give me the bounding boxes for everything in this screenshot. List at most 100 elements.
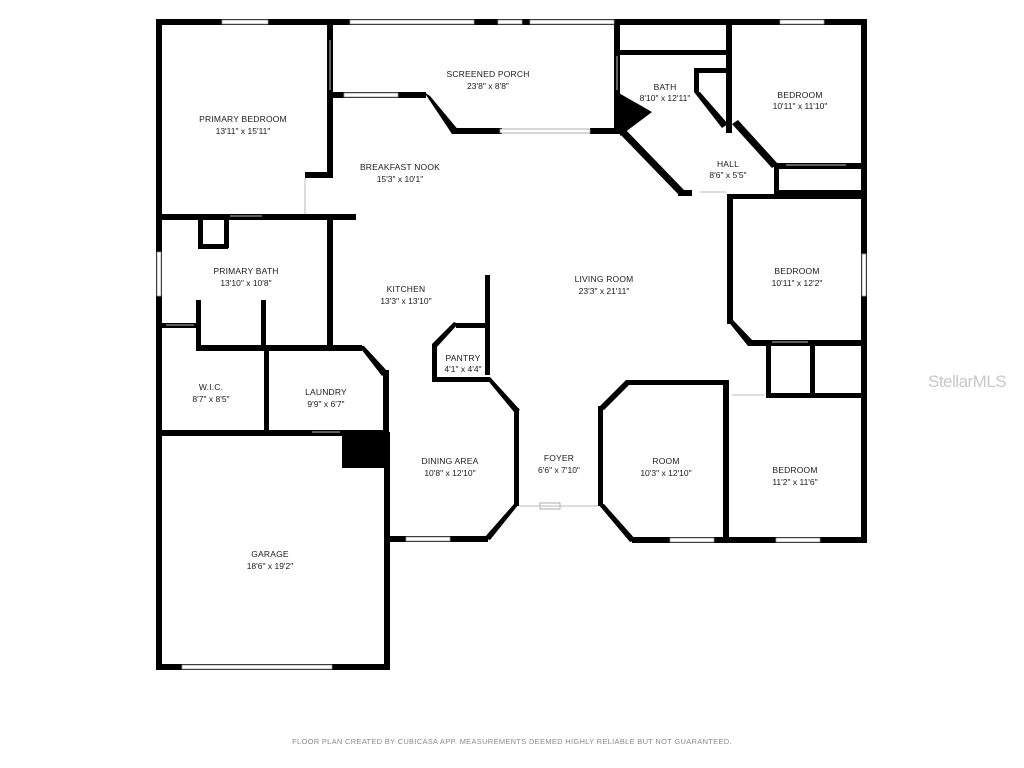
wall-closet-l xyxy=(766,340,771,398)
wall-pantry-top xyxy=(456,323,488,328)
window xyxy=(349,19,475,25)
wall-porch-diag xyxy=(424,92,460,134)
window xyxy=(529,19,615,25)
room-dims-garage: 18'6" x 19'2" xyxy=(247,561,294,571)
room-name-primary-bedroom: PRIMARY BEDROOM xyxy=(199,114,287,124)
wall-bed-e-bottom xyxy=(748,340,864,346)
wall-bath-hall-diag xyxy=(694,92,728,128)
room-dims-dining-area: 10'8" x 12'10" xyxy=(424,468,475,478)
windows xyxy=(156,19,867,670)
room-dims-room: 10'3" x 12'10" xyxy=(640,468,691,478)
wall-wic-east xyxy=(264,348,269,434)
window xyxy=(499,128,591,134)
wall-left xyxy=(156,19,162,670)
window xyxy=(343,92,399,98)
wall-room-west xyxy=(598,406,603,506)
window xyxy=(156,251,162,297)
wall-hall-bottom xyxy=(678,190,692,196)
room-name-room: ROOM xyxy=(652,456,679,466)
walls xyxy=(156,19,867,670)
wall-pbath-bottom xyxy=(196,345,266,351)
room-dims-wic: 8'7" x 8'5" xyxy=(192,394,229,404)
room-dims-primary-bath: 13'10" x 10'8" xyxy=(220,278,271,288)
wall-room-bottom xyxy=(632,537,867,543)
wall-bed-e-diag xyxy=(727,320,754,346)
room-dims-foyer: 6'6" x 7'10" xyxy=(538,465,580,475)
wall-bed-e-top xyxy=(728,194,864,199)
wall-garage-top xyxy=(162,430,388,436)
room-dims-hall: 8'6" x 5'5" xyxy=(709,170,746,180)
wall-closet-b xyxy=(766,393,864,398)
window xyxy=(669,537,715,543)
window xyxy=(861,253,867,297)
room-dims-primary-bedroom: 13'11" x 15'11" xyxy=(216,126,271,136)
wall-room-east xyxy=(723,380,729,542)
wall-dining-diag-bottom xyxy=(484,504,519,540)
wall-room-diag-bottom xyxy=(598,504,636,542)
room-name-living-room: LIVING ROOM xyxy=(575,274,634,284)
wall-bath-closet xyxy=(694,68,726,73)
room-name-bedroom-se: BEDROOM xyxy=(772,465,817,475)
wall-pb-bottom xyxy=(162,214,356,220)
room-name-dining-area: DINING AREA xyxy=(422,456,479,466)
wall-porch-bottom-mid xyxy=(452,128,502,134)
wall-laundry-east xyxy=(383,370,389,438)
room-name-pantry: PANTRY xyxy=(446,353,481,363)
wall-ne-bath-low xyxy=(774,190,864,195)
wall-bath-mid xyxy=(620,50,730,55)
wall-closet-r xyxy=(810,340,815,398)
room-dims-living-room: 23'3" x 21'11" xyxy=(579,286,630,296)
room-name-garage: GARAGE xyxy=(251,549,289,559)
wall-bath-east xyxy=(726,23,732,133)
wall-pbath-closet-r xyxy=(224,218,229,248)
room-name-hall: HALL xyxy=(717,159,739,169)
wall-dining-diag xyxy=(485,377,520,412)
room-name-laundry: LAUNDRY xyxy=(305,387,347,397)
room-name-kitchen: KITCHEN xyxy=(387,284,426,294)
openings xyxy=(166,40,846,507)
room-name-bath: BATH xyxy=(654,82,677,92)
wall-bath-diag xyxy=(618,128,684,194)
room-name-screened-porch: SCREENED PORCH xyxy=(446,69,529,79)
wall-pbath-divider xyxy=(261,300,266,350)
wall-pantry-west xyxy=(432,344,437,382)
wall-pbath-closet-b xyxy=(198,244,228,249)
wall-porch-bottom-right xyxy=(590,128,620,134)
wall-pb-jog xyxy=(305,172,333,178)
room-name-wic: W.I.C. xyxy=(199,382,223,392)
wall-ne-bottom xyxy=(774,163,864,169)
wall-laundry-diag xyxy=(358,345,388,376)
window xyxy=(775,537,821,543)
wall-room-top xyxy=(626,380,728,385)
window xyxy=(405,536,451,542)
room-name-foyer: FOYER xyxy=(544,453,574,463)
wall-kitchen-west xyxy=(327,214,333,348)
window xyxy=(181,664,333,670)
window xyxy=(779,19,825,25)
wall-ne-stub xyxy=(774,163,779,193)
wall-pantry-diag xyxy=(432,322,458,348)
wall-bed-e-west xyxy=(727,194,733,324)
room-name-primary-bath: PRIMARY BATH xyxy=(213,266,278,276)
room-dims-pantry: 4'1" x 4'4" xyxy=(444,364,481,374)
room-dims-breakfast-nook: 15'3" x 10'1" xyxy=(377,174,424,184)
window xyxy=(221,19,269,25)
room-name-breakfast-nook: BREAKFAST NOOK xyxy=(360,162,440,172)
room-dims-bedroom-e: 10'11" x 12'2" xyxy=(772,278,823,288)
wall-hall-diag-right xyxy=(732,120,778,168)
room-dims-bedroom-ne: 10'11" x 11'10" xyxy=(773,101,828,111)
wall-laundry-top xyxy=(262,345,362,351)
wall-pantry-bottom xyxy=(432,377,490,382)
room-dims-kitchen: 13'3" x 13'10" xyxy=(380,296,431,306)
window xyxy=(497,19,523,25)
room-dims-bath: 8'10" x 12'11" xyxy=(640,93,691,103)
watermark-logo: StellarMLS xyxy=(928,372,1007,391)
room-dims-bedroom-se: 11'2" x 11'6" xyxy=(772,477,817,487)
wall-bath-closet-v xyxy=(694,68,699,92)
room-name-bedroom-e: BEDROOM xyxy=(774,266,819,276)
wall-porch-west xyxy=(327,23,333,178)
wall-foyer-west xyxy=(514,408,519,506)
wall-garage-right xyxy=(384,432,390,670)
bath-fixture xyxy=(617,92,652,136)
